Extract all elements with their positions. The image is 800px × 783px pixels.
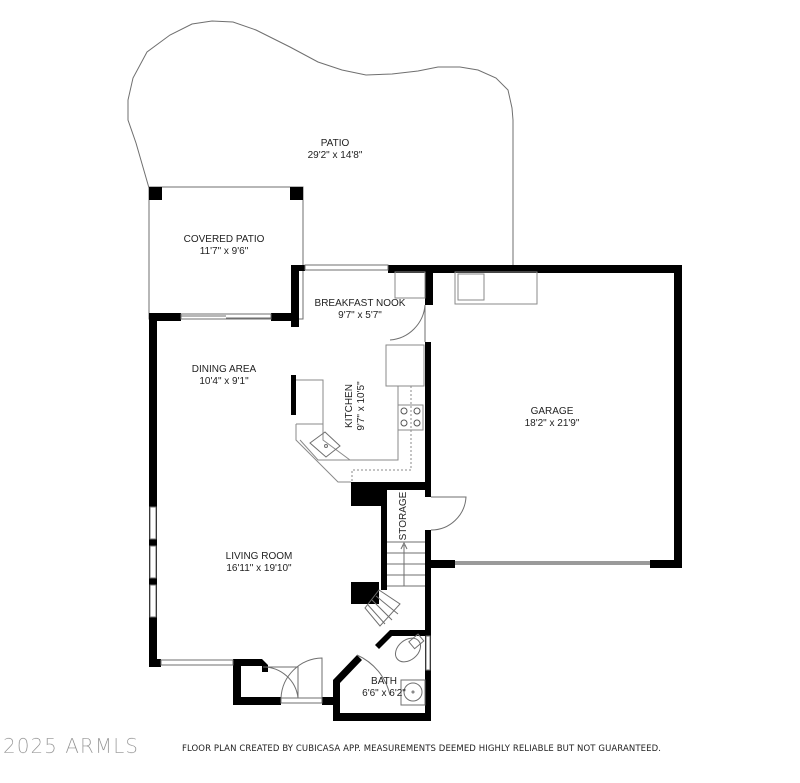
room-label-covered-patio: COVERED PATIO 11'7" x 9'6" — [184, 234, 265, 258]
room-dimensions: 16'11" x 19'10" — [226, 563, 292, 574]
room-dimensions: 29'2" x 14'8" — [307, 150, 363, 161]
room-name: COVERED PATIO — [183, 234, 265, 245]
door-swing-icon — [262, 304, 467, 699]
room-label-storage: STORAGE — [398, 492, 410, 541]
room-label-breakfast-nook: BREAKFAST NOOK 9'7" x 5'7" — [315, 298, 406, 322]
window-icon — [149, 506, 157, 540]
room-name: LIVING ROOM — [225, 551, 293, 562]
stove-icon — [400, 407, 421, 427]
kitchen-counters — [295, 271, 538, 483]
room-dimensions: 10'4" x 9'1" — [199, 376, 249, 387]
toilet-icon — [394, 633, 425, 663]
room-dimensions: 9'7" x 10'5" — [356, 381, 367, 431]
room-dimensions: 6'6" x 6'2" — [362, 688, 406, 699]
windows — [149, 264, 431, 704]
room-label-kitchen: KITCHEN 9'7" x 10'5" — [344, 381, 368, 430]
window-icon — [304, 264, 389, 271]
room-dimensions: 9'7" x 5'7" — [338, 310, 382, 321]
sink-icon — [400, 679, 426, 706]
patio-outline — [127, 20, 514, 265]
window-icon — [280, 697, 323, 704]
room-label-living-room: LIVING ROOM 16'11" x 19'10" — [226, 551, 293, 575]
sink-icon — [309, 431, 341, 458]
window-icon — [425, 635, 431, 671]
room-label-bath: BATH 6'6" x 6'2" — [362, 676, 406, 700]
room-dimensions: 18'2" x 21'9" — [524, 418, 580, 429]
room-label-patio: PATIO 29'2" x 14'8" — [308, 138, 363, 162]
walls — [149, 265, 682, 721]
room-name: KITCHEN — [344, 384, 355, 428]
garage-door — [455, 561, 650, 565]
window-icon — [149, 584, 157, 618]
window-icon — [160, 659, 234, 666]
stairs-icon — [364, 541, 425, 627]
room-name: STORAGE — [398, 491, 409, 541]
room-label-garage: GARAGE 18'2" x 21'9" — [525, 406, 580, 430]
room-dimensions: 11'7" x 9'6" — [199, 246, 249, 257]
window-icon — [149, 545, 157, 579]
disclaimer-text: FLOOR PLAN CREATED BY CUBICASA APP. MEAS… — [182, 744, 662, 754]
room-name: GARAGE — [530, 406, 574, 417]
watermark: 2025 ARMLS — [3, 734, 139, 758]
room-name: BREAKFAST NOOK — [314, 298, 406, 309]
room-name: PATIO — [320, 138, 350, 149]
sliding-door — [181, 315, 271, 319]
room-label-dining-area: DINING AREA 10'4" x 9'1" — [192, 364, 256, 388]
room-name: BATH — [371, 676, 397, 687]
room-name: DINING AREA — [191, 364, 257, 375]
